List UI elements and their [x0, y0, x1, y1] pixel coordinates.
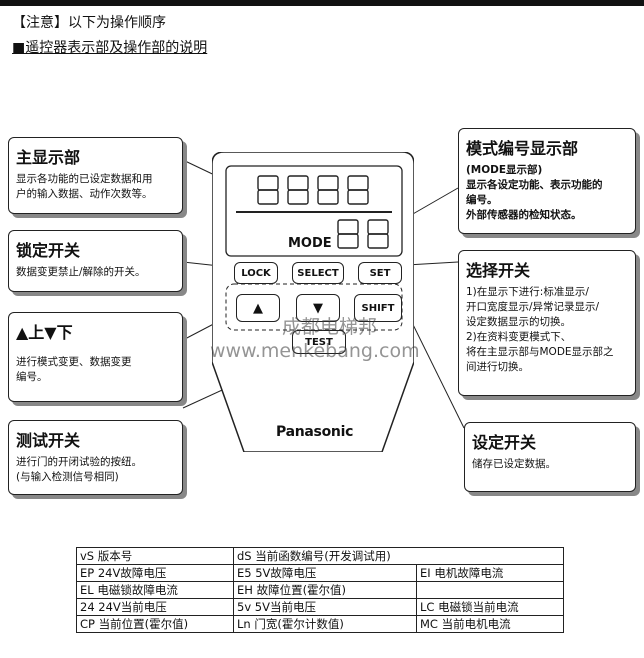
callout-set-title: 设定开关 [472, 433, 537, 452]
callout-lock-title: 锁定开关 [16, 241, 81, 260]
top-bar [0, 0, 644, 6]
note-heading: 【注意】以下为操作顺序 [12, 15, 166, 31]
table-cell [416, 581, 564, 599]
table-cell: EL 电磁锁故障电流 [76, 581, 234, 599]
callout-set-desc: 储存已设定数据。 [472, 458, 556, 470]
table-cell: EH 故障位置(霍尔值) [233, 581, 417, 599]
callout-test-title: 测试开关 [16, 431, 81, 450]
table-cell: MC 当前电机电流 [416, 615, 564, 633]
callout-mode-display: 模式编号显示部 (MODE显示部) 显示各设定功能、表示功能的 编号。 外部传感… [458, 128, 636, 234]
table-cell: CP 当前位置(霍尔值) [76, 615, 234, 633]
set-button[interactable]: SET [358, 262, 402, 284]
callout-lock-desc: 数据变更禁止/解除的开关。 [16, 266, 146, 278]
callout-main-display-title: 主显示部 [16, 148, 81, 167]
callout-updown-desc: 进行模式变更、数据变更 编号。 [16, 356, 132, 383]
table-cell: dS 当前函数编号(开发调试用) [233, 547, 564, 565]
callout-set: 设定开关 储存已设定数据。 [464, 422, 636, 492]
callout-main-display-desc: 显示各功能的已设定数据和用 户的输入数据、动作次数等。 [16, 173, 153, 200]
callout-updown: ▲上▼下 进行模式变更、数据变更 编号。 [8, 312, 183, 402]
panasonic-logo: Panasonic [276, 424, 354, 440]
table-cell: vS 版本号 [76, 547, 234, 565]
remote-controller: MODE LOCK SELECT SET ▲ ▼ SHIFT TEST Pana… [212, 152, 414, 452]
lock-button[interactable]: LOCK [234, 262, 278, 284]
table-row: vS 版本号 dS 当前函数编号(开发调试用) [76, 547, 564, 565]
up-button[interactable]: ▲ [236, 294, 280, 322]
callout-select: 选择开关 1)在显示下进行:标准显示/ 开口宽度显示/异常记录显示/ 设定数据显… [458, 250, 636, 396]
table-row: EL 电磁锁故障电流 EH 故障位置(霍尔值) [76, 581, 564, 599]
table-cell: 24 24V当前电压 [76, 598, 234, 616]
watermark-url: www.menkebang.com [210, 340, 420, 362]
callout-updown-title: ▲上▼下 [16, 323, 73, 342]
table-row: EP 24V故障电压 E5 5V故障电压 EI 电机故障电流 [76, 564, 564, 582]
callout-mode-display-title: 模式编号显示部 [466, 139, 579, 158]
section-subtitle: ■遥控器表示部及操作部的说明 [12, 40, 208, 56]
mode-display-digits [337, 219, 389, 249]
table-cell: LC 电磁锁当前电流 [416, 598, 564, 616]
callout-lock: 锁定开关 数据变更禁止/解除的开关。 [8, 230, 183, 292]
table-cell: Ln 门宽(霍尔计数值) [233, 615, 417, 633]
mode-label: MODE [288, 236, 332, 251]
code-table: vS 版本号 dS 当前函数编号(开发调试用) EP 24V故障电压 E5 5V… [76, 547, 564, 633]
down-button[interactable]: ▼ [296, 294, 340, 322]
callout-mode-display-desc: (MODE显示部) 显示各设定功能、表示功能的 编号。 外部传感器的检知状态。 [466, 164, 603, 221]
select-button[interactable]: SELECT [292, 262, 344, 284]
test-button[interactable]: TEST [292, 330, 346, 354]
table-cell: 5v 5V当前电压 [233, 598, 417, 616]
table-cell: E5 5V故障电压 [233, 564, 417, 582]
table-cell: EI 电机故障电流 [416, 564, 564, 582]
callout-select-desc: 1)在显示下进行:标准显示/ 开口宽度显示/异常记录显示/ 设定数据显示的切换。… [466, 286, 614, 373]
table-row: CP 当前位置(霍尔值) Ln 门宽(霍尔计数值) MC 当前电机电流 [76, 615, 564, 633]
watermark-cn: 成都电梯邦 [282, 316, 378, 338]
main-display-digits [257, 175, 369, 205]
callout-main-display: 主显示部 显示各功能的已设定数据和用 户的输入数据、动作次数等。 [8, 137, 183, 214]
callout-test-desc: 进行门的开闭试验的按纽。 (与输入检测信号相同) [16, 456, 142, 483]
shift-button[interactable]: SHIFT [354, 294, 402, 322]
callout-test: 测试开关 进行门的开闭试验的按纽。 (与输入检测信号相同) [8, 420, 183, 495]
table-row: 24 24V当前电压 5v 5V当前电压 LC 电磁锁当前电流 [76, 598, 564, 616]
table-cell: EP 24V故障电压 [76, 564, 234, 582]
callout-select-title: 选择开关 [466, 261, 531, 280]
